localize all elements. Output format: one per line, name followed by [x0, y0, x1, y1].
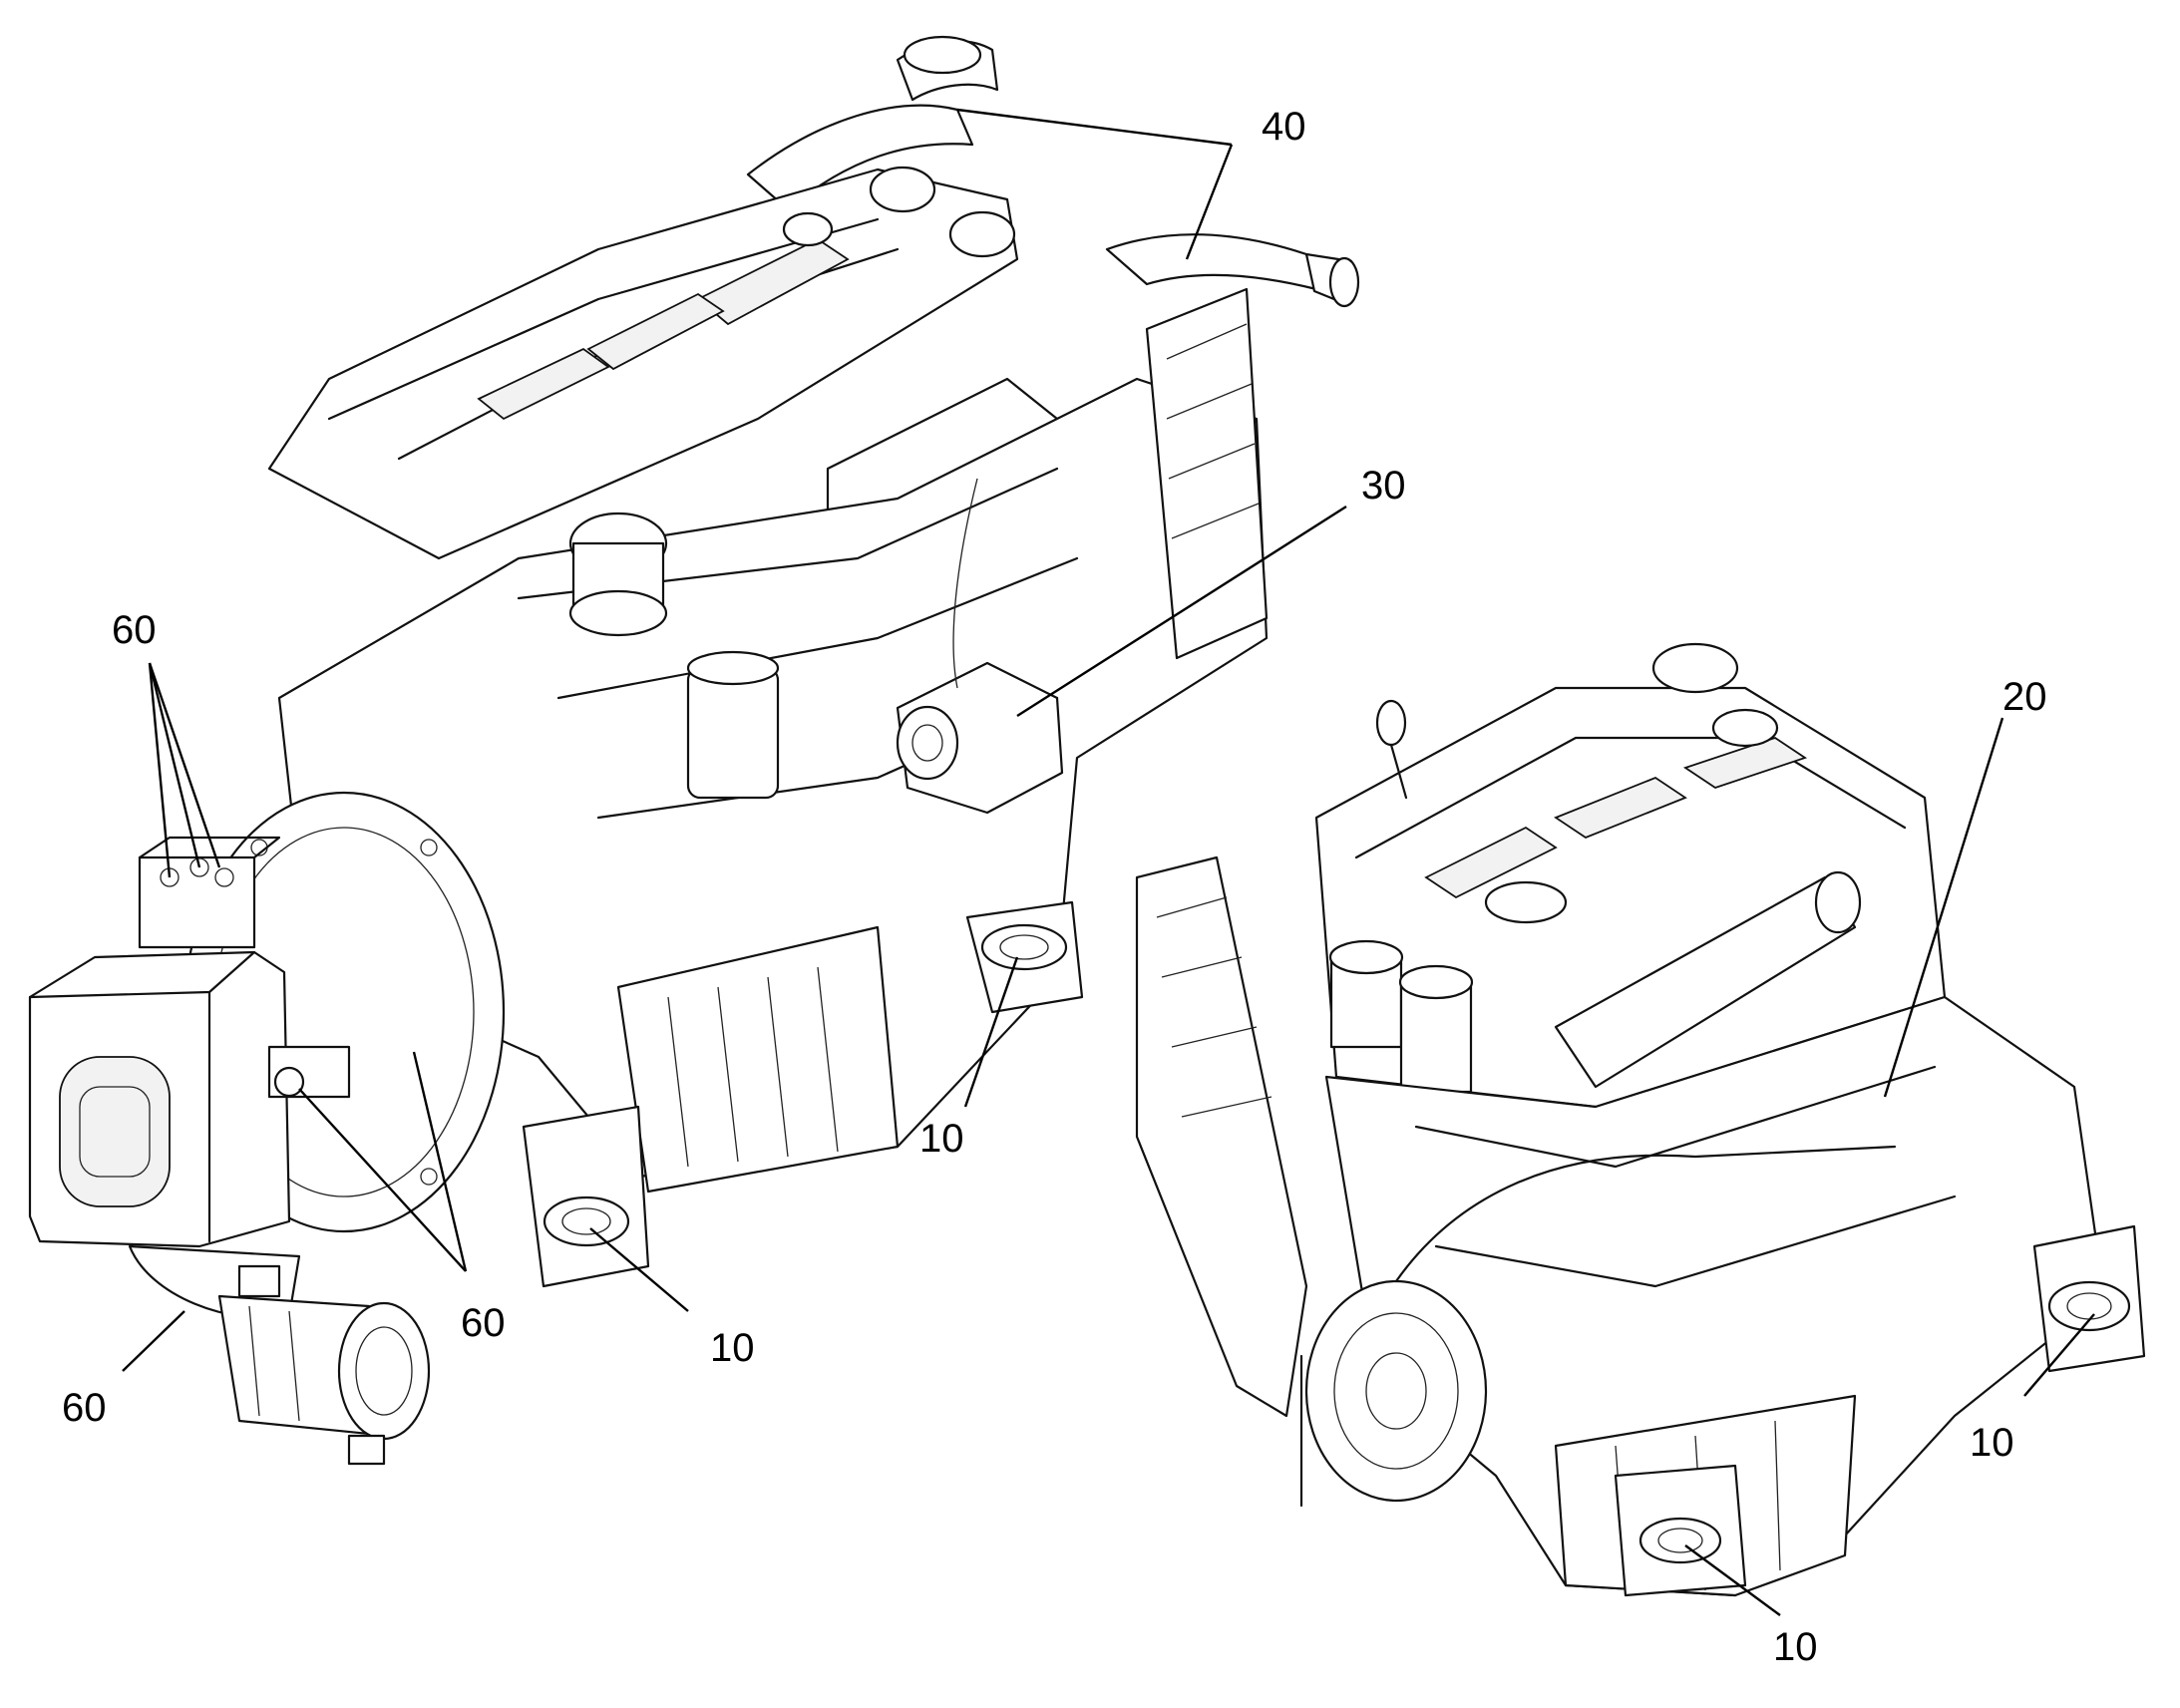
callout-30: 30: [1361, 464, 1406, 508]
callout-60-bottom: 60: [62, 1386, 107, 1430]
callout-labels: 40 30 60 10 60 10 60 20 10 10: [62, 105, 2047, 1669]
leader-10-a: [963, 956, 1019, 1108]
leader-lines: [122, 108, 2095, 1616]
leader-60-b2: [412, 1051, 468, 1272]
leader-20: [1883, 717, 2004, 1098]
leader-60-a3: [148, 662, 221, 868]
callout-60-middle: 60: [461, 1301, 506, 1345]
leader-60-b1: [298, 1088, 467, 1272]
leader-40-b: [1185, 144, 1234, 260]
callout-60-top: 60: [112, 608, 157, 652]
callout-20: 20: [2002, 675, 2047, 719]
leader-30: [1016, 505, 1347, 718]
leader-40-a: [956, 108, 1233, 147]
leader-60-c: [122, 1310, 185, 1372]
leader-60-a2: [148, 662, 201, 868]
callout-40: 40: [1262, 105, 1306, 149]
leader-10-d: [1684, 1544, 1781, 1616]
callout-10-center: 10: [919, 1117, 964, 1161]
callout-10-bottom: 10: [1773, 1625, 1818, 1669]
right-engine-drawing: [1135, 642, 2146, 1597]
leader-10-b: [589, 1227, 689, 1312]
leader-10-c: [2023, 1313, 2095, 1397]
left-engine-drawing: [28, 35, 1360, 1466]
callout-10-left: 10: [710, 1326, 755, 1370]
leader-60-a1: [148, 662, 172, 878]
callout-10-right: 10: [1970, 1421, 2014, 1465]
